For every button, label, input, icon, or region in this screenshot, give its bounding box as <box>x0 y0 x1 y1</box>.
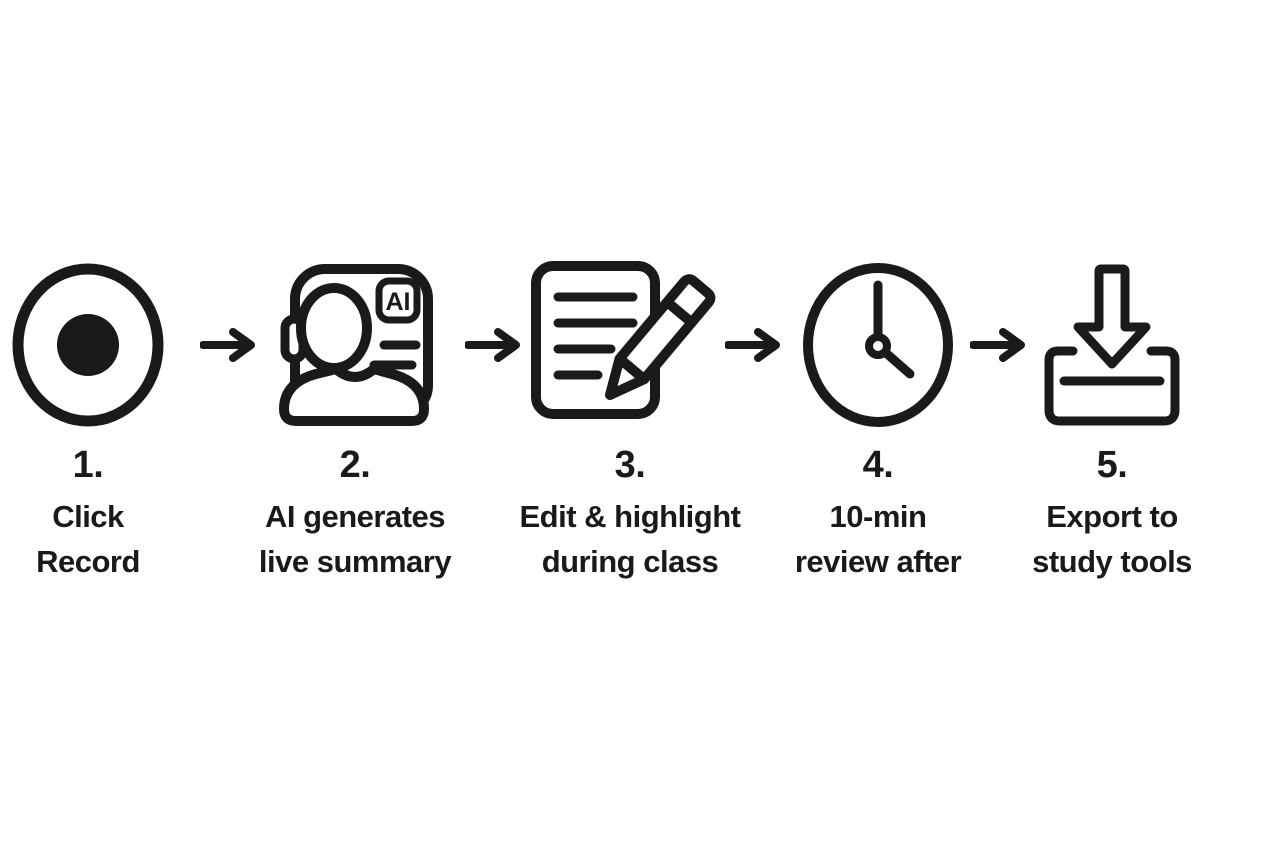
download-icon <box>1042 262 1182 428</box>
step-number: 2. <box>339 444 371 486</box>
step-label: 10-min review after <box>794 499 962 579</box>
step-label: Click Record <box>36 499 140 579</box>
arrow-right-icon <box>725 327 781 363</box>
step-number: 4. <box>862 444 894 486</box>
arrow-right-icon <box>200 327 256 363</box>
ai-assistant-icon: AI <box>274 262 436 428</box>
step-number: 1. <box>72 444 104 486</box>
step-label: Export to study tools <box>1032 499 1192 579</box>
step-5-export: 5. Export to study tools <box>992 262 1232 584</box>
step-number: 5. <box>1096 444 1128 486</box>
clock-icon <box>800 262 956 428</box>
edit-note-icon <box>530 261 730 428</box>
step-4-review: 4. 10-min review after <box>758 262 998 584</box>
step-3-edit-highlight: 3. Edit & highlight during class <box>500 261 760 584</box>
step-number: 3. <box>614 444 646 486</box>
step-1-click-record: 1. Click Record <box>0 262 208 584</box>
ai-badge-label: AI <box>386 288 411 316</box>
step-label: AI generates live summary <box>258 499 452 579</box>
arrow-right-icon <box>465 327 521 363</box>
step-label: Edit & highlight during class <box>519 499 741 579</box>
step-2-ai-summary: AI 2. AI generates live summary <box>235 262 475 584</box>
arrow-right-icon <box>970 327 1026 363</box>
record-icon <box>10 262 166 428</box>
